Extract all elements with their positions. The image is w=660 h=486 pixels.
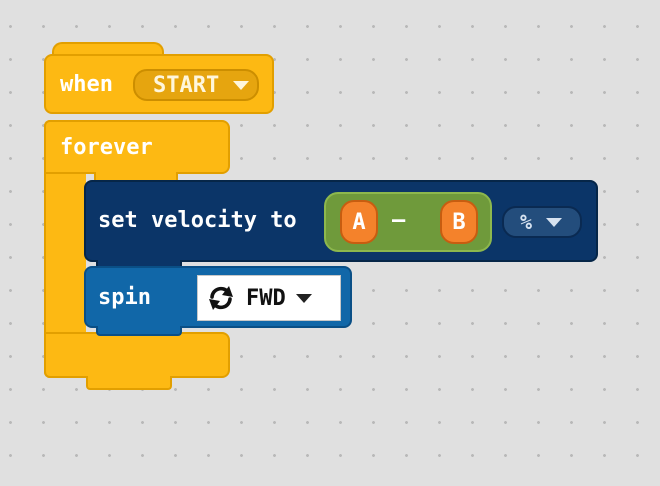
operand-a-text: A <box>352 209 366 235</box>
rotate-arrows-icon <box>206 283 236 313</box>
subtract-operator[interactable]: A — B <box>324 192 492 252</box>
operand-a[interactable]: A <box>340 200 378 244</box>
spin-notch <box>96 326 182 336</box>
unit-dropdown[interactable]: % <box>502 206 582 238</box>
operand-b-text: B <box>452 209 466 235</box>
minus-operator: — <box>392 208 406 233</box>
direction-dropdown[interactable]: FWD <box>197 275 341 321</box>
forever-keyword: forever <box>60 135 153 160</box>
velocity-label: set velocity to <box>98 208 297 233</box>
caret-down-icon <box>295 293 312 303</box>
hat-cap <box>52 42 164 56</box>
direction-value: FWD <box>246 285 286 311</box>
caret-down-icon <box>546 217 563 227</box>
loop-footer <box>44 332 230 378</box>
event-value: START <box>153 72 220 98</box>
operand-b[interactable]: B <box>440 200 478 244</box>
loop-footer-notch <box>86 376 172 390</box>
spin-label: spin <box>98 285 151 310</box>
event-dropdown[interactable]: START <box>133 69 259 101</box>
caret-down-icon <box>233 80 250 90</box>
when-keyword: when <box>60 72 113 97</box>
unit-value: % <box>520 210 533 234</box>
